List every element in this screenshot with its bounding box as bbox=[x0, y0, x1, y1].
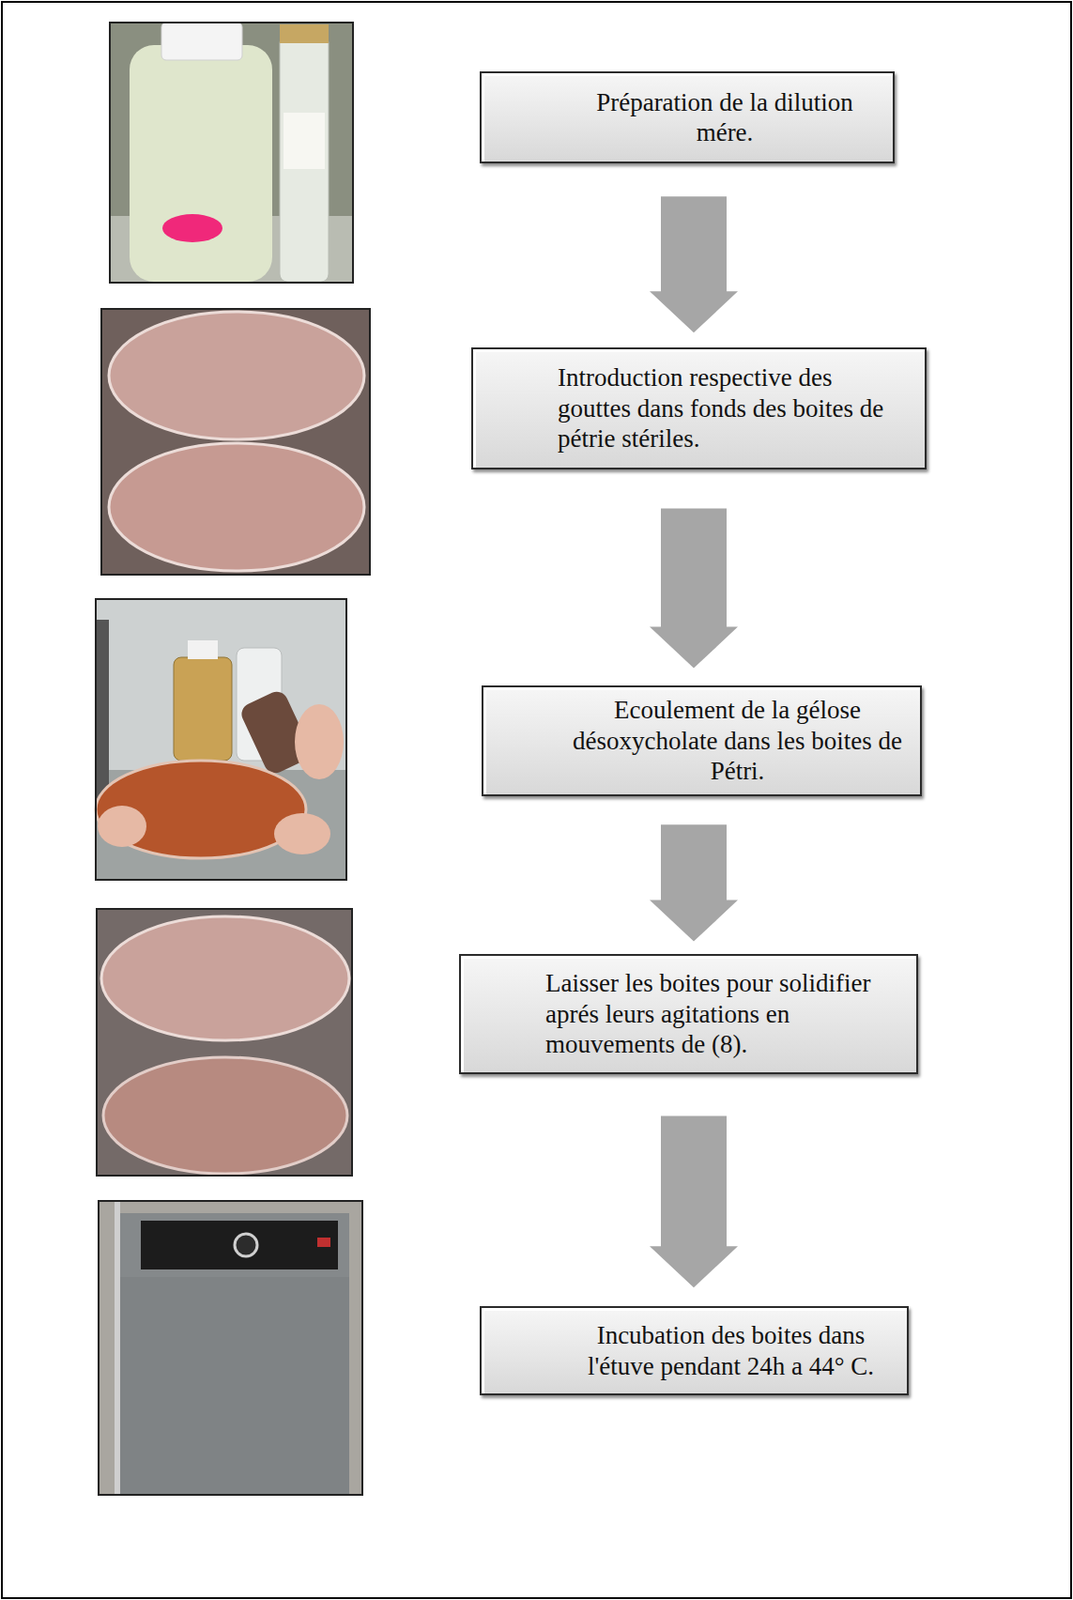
process-box: Introduction respective des gouttes dans… bbox=[471, 347, 927, 470]
step-text: Incubation des boites dans l'étuve penda… bbox=[481, 1319, 907, 1381]
process-box: Laisser les boites pour solidifier aprés… bbox=[459, 953, 919, 1074]
bottle-photo bbox=[109, 22, 353, 283]
block-arrow bbox=[649, 824, 738, 941]
step-text: Ecoulement de la gélose désoxycholate da… bbox=[483, 694, 920, 786]
step-text: Préparation de la dilution mére. bbox=[481, 87, 893, 149]
process-box: Ecoulement de la gélose désoxycholate da… bbox=[481, 685, 922, 797]
pouring-photo bbox=[95, 598, 347, 880]
block-arrow bbox=[649, 507, 738, 668]
incubator-photo bbox=[98, 1200, 363, 1495]
block-arrow bbox=[649, 1115, 738, 1288]
step-text: Introduction respective des gouttes dans… bbox=[473, 362, 925, 454]
step-text: Laisser les boites pour solidifier aprés… bbox=[460, 967, 917, 1059]
process-box: Préparation de la dilution mére. bbox=[479, 71, 895, 164]
process-box: Incubation des boites dans l'étuve penda… bbox=[479, 1305, 909, 1395]
petri-dish-photo bbox=[101, 308, 370, 575]
petri-dish-photo bbox=[96, 908, 353, 1176]
block-arrow bbox=[649, 196, 738, 333]
